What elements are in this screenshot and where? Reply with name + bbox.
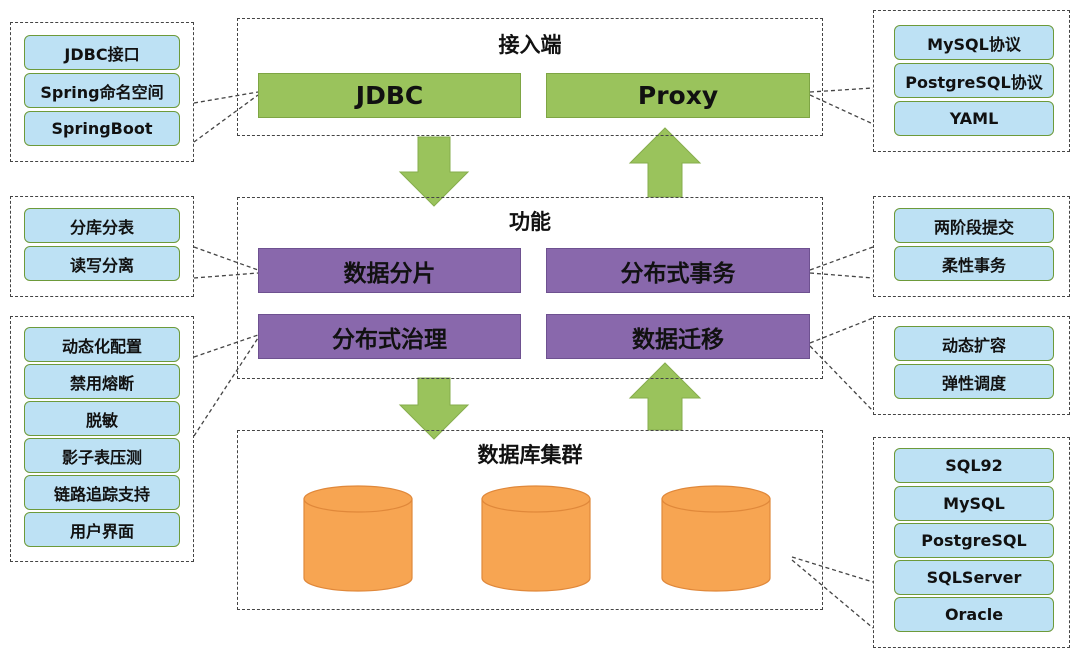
option-data-masking[interactable]: 脱敏 — [24, 401, 180, 436]
access-region: 接入端 — [237, 18, 823, 136]
connector-migration-options — [809, 317, 874, 344]
cluster-region: 数据库集群 — [237, 430, 823, 610]
sharding-options-group — [10, 196, 194, 297]
option-jdbc-interface[interactable]: JDBC接口 — [24, 35, 180, 70]
migration-options-group — [873, 316, 1070, 415]
distributed-tx-box[interactable]: 分布式事务 — [546, 248, 810, 293]
option-elastic-scheduling[interactable]: 弹性调度 — [894, 364, 1054, 399]
option-tracing-support[interactable]: 链路追踪支持 — [24, 475, 180, 510]
connector-proxy-options-2 — [809, 94, 874, 125]
proxy-box[interactable]: Proxy — [546, 73, 810, 118]
connector-proxy-options — [809, 87, 874, 93]
option-sql92[interactable]: SQL92 — [894, 448, 1054, 483]
governance-options-group — [10, 316, 194, 562]
function-region: 功能 — [237, 197, 823, 379]
database-icon — [661, 485, 771, 592]
connector-governance-options-2 — [193, 337, 259, 437]
option-mysql[interactable]: MySQL — [894, 486, 1054, 521]
connector-sharding-options — [193, 246, 259, 271]
option-db-table-sharding[interactable]: 分库分表 — [24, 208, 180, 243]
option-postgresql-protocol[interactable]: PostgreSQL协议 — [894, 63, 1054, 98]
option-read-write-splitting[interactable]: 读写分离 — [24, 246, 180, 281]
tx-options-group — [873, 196, 1070, 297]
cluster-title: 数据库集群 — [477, 443, 583, 467]
option-sqlserver[interactable]: SQLServer — [894, 560, 1054, 595]
connector-sharding-options-2 — [193, 272, 259, 279]
migration-box[interactable]: 数据迁移 — [546, 314, 810, 359]
up-arrow-1 — [628, 127, 702, 198]
option-two-phase-commit[interactable]: 两阶段提交 — [894, 208, 1054, 243]
access-title: 接入端 — [498, 33, 562, 57]
jdbc-options-group — [10, 22, 194, 162]
option-dynamic-scaling[interactable]: 动态扩容 — [894, 326, 1054, 361]
option-mysql-protocol[interactable]: MySQL协议 — [894, 25, 1054, 60]
jdbc-box[interactable]: JDBC — [258, 73, 521, 118]
up-arrow-2 — [628, 362, 702, 431]
connector-migration-options-2 — [809, 345, 874, 412]
connector-database-options-2 — [791, 559, 874, 629]
option-shadow-table-testing[interactable]: 影子表压测 — [24, 438, 180, 473]
connector-database-options — [791, 556, 874, 583]
proxy-options-group — [873, 10, 1070, 152]
option-postgresql[interactable]: PostgreSQL — [894, 523, 1054, 558]
option-yaml[interactable]: YAML — [894, 101, 1054, 136]
option-dynamic-config[interactable]: 动态化配置 — [24, 327, 180, 362]
connector-tx-options-2 — [809, 272, 874, 279]
connector-governance-options — [193, 334, 259, 358]
down-arrow-1 — [398, 136, 470, 207]
option-flexible-transaction[interactable]: 柔性事务 — [894, 246, 1054, 281]
database-icon — [481, 485, 591, 592]
option-oracle[interactable]: Oracle — [894, 597, 1054, 632]
option-spring-namespace[interactable]: Spring命名空间 — [24, 73, 180, 108]
function-title: 功能 — [509, 210, 551, 234]
option-user-interface[interactable]: 用户界面 — [24, 512, 180, 547]
option-circuit-breaker[interactable]: 禁用熔断 — [24, 364, 180, 399]
connector-jdbc-options — [193, 91, 259, 104]
option-springboot[interactable]: SpringBoot — [24, 111, 180, 146]
database-options-group — [873, 437, 1070, 648]
sharding-box[interactable]: 数据分片 — [258, 248, 521, 293]
down-arrow-2 — [398, 377, 470, 440]
database-icon — [303, 485, 413, 592]
connector-jdbc-options-2 — [193, 94, 259, 143]
governance-box[interactable]: 分布式治理 — [258, 314, 521, 359]
